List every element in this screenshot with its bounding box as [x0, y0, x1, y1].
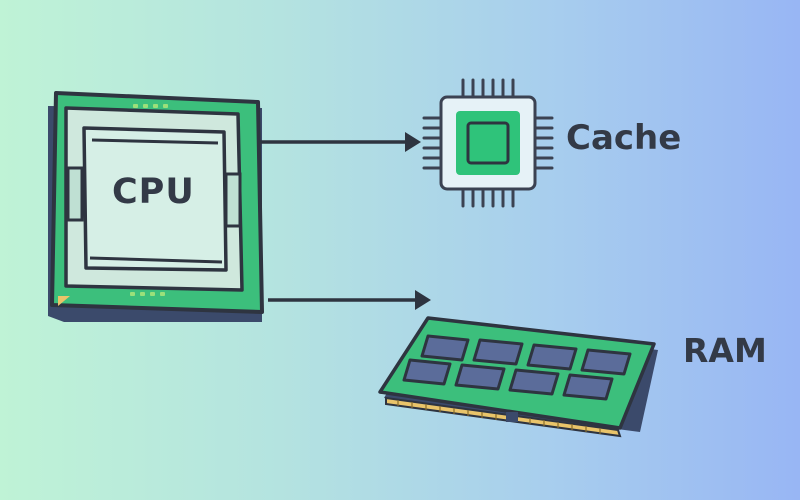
- cpu-chip-icon: [48, 91, 264, 322]
- cpu-right-tab: [224, 172, 242, 228]
- ram-notch: [506, 412, 518, 422]
- ram-label: RAM: [683, 331, 767, 370]
- arrow-to-ram: [268, 290, 431, 310]
- cache-chip-die: [466, 121, 510, 165]
- cpu-corner-marker: [58, 296, 70, 306]
- cpu-top-pads: [133, 104, 168, 108]
- arrow-to-cache: [258, 132, 421, 152]
- cpu-bottom-pads: [130, 292, 165, 296]
- cpu-label: CPU: [112, 172, 195, 212]
- ram-chips: [402, 334, 632, 401]
- ram-contact-lines: [397, 400, 601, 434]
- ram-contacts: [385, 396, 622, 438]
- cpu-left-tab: [66, 166, 84, 222]
- cpu-face: [82, 126, 228, 272]
- microchip-icon: [422, 78, 554, 208]
- cache-label: Cache: [566, 118, 682, 158]
- ram-module-icon: [378, 316, 658, 438]
